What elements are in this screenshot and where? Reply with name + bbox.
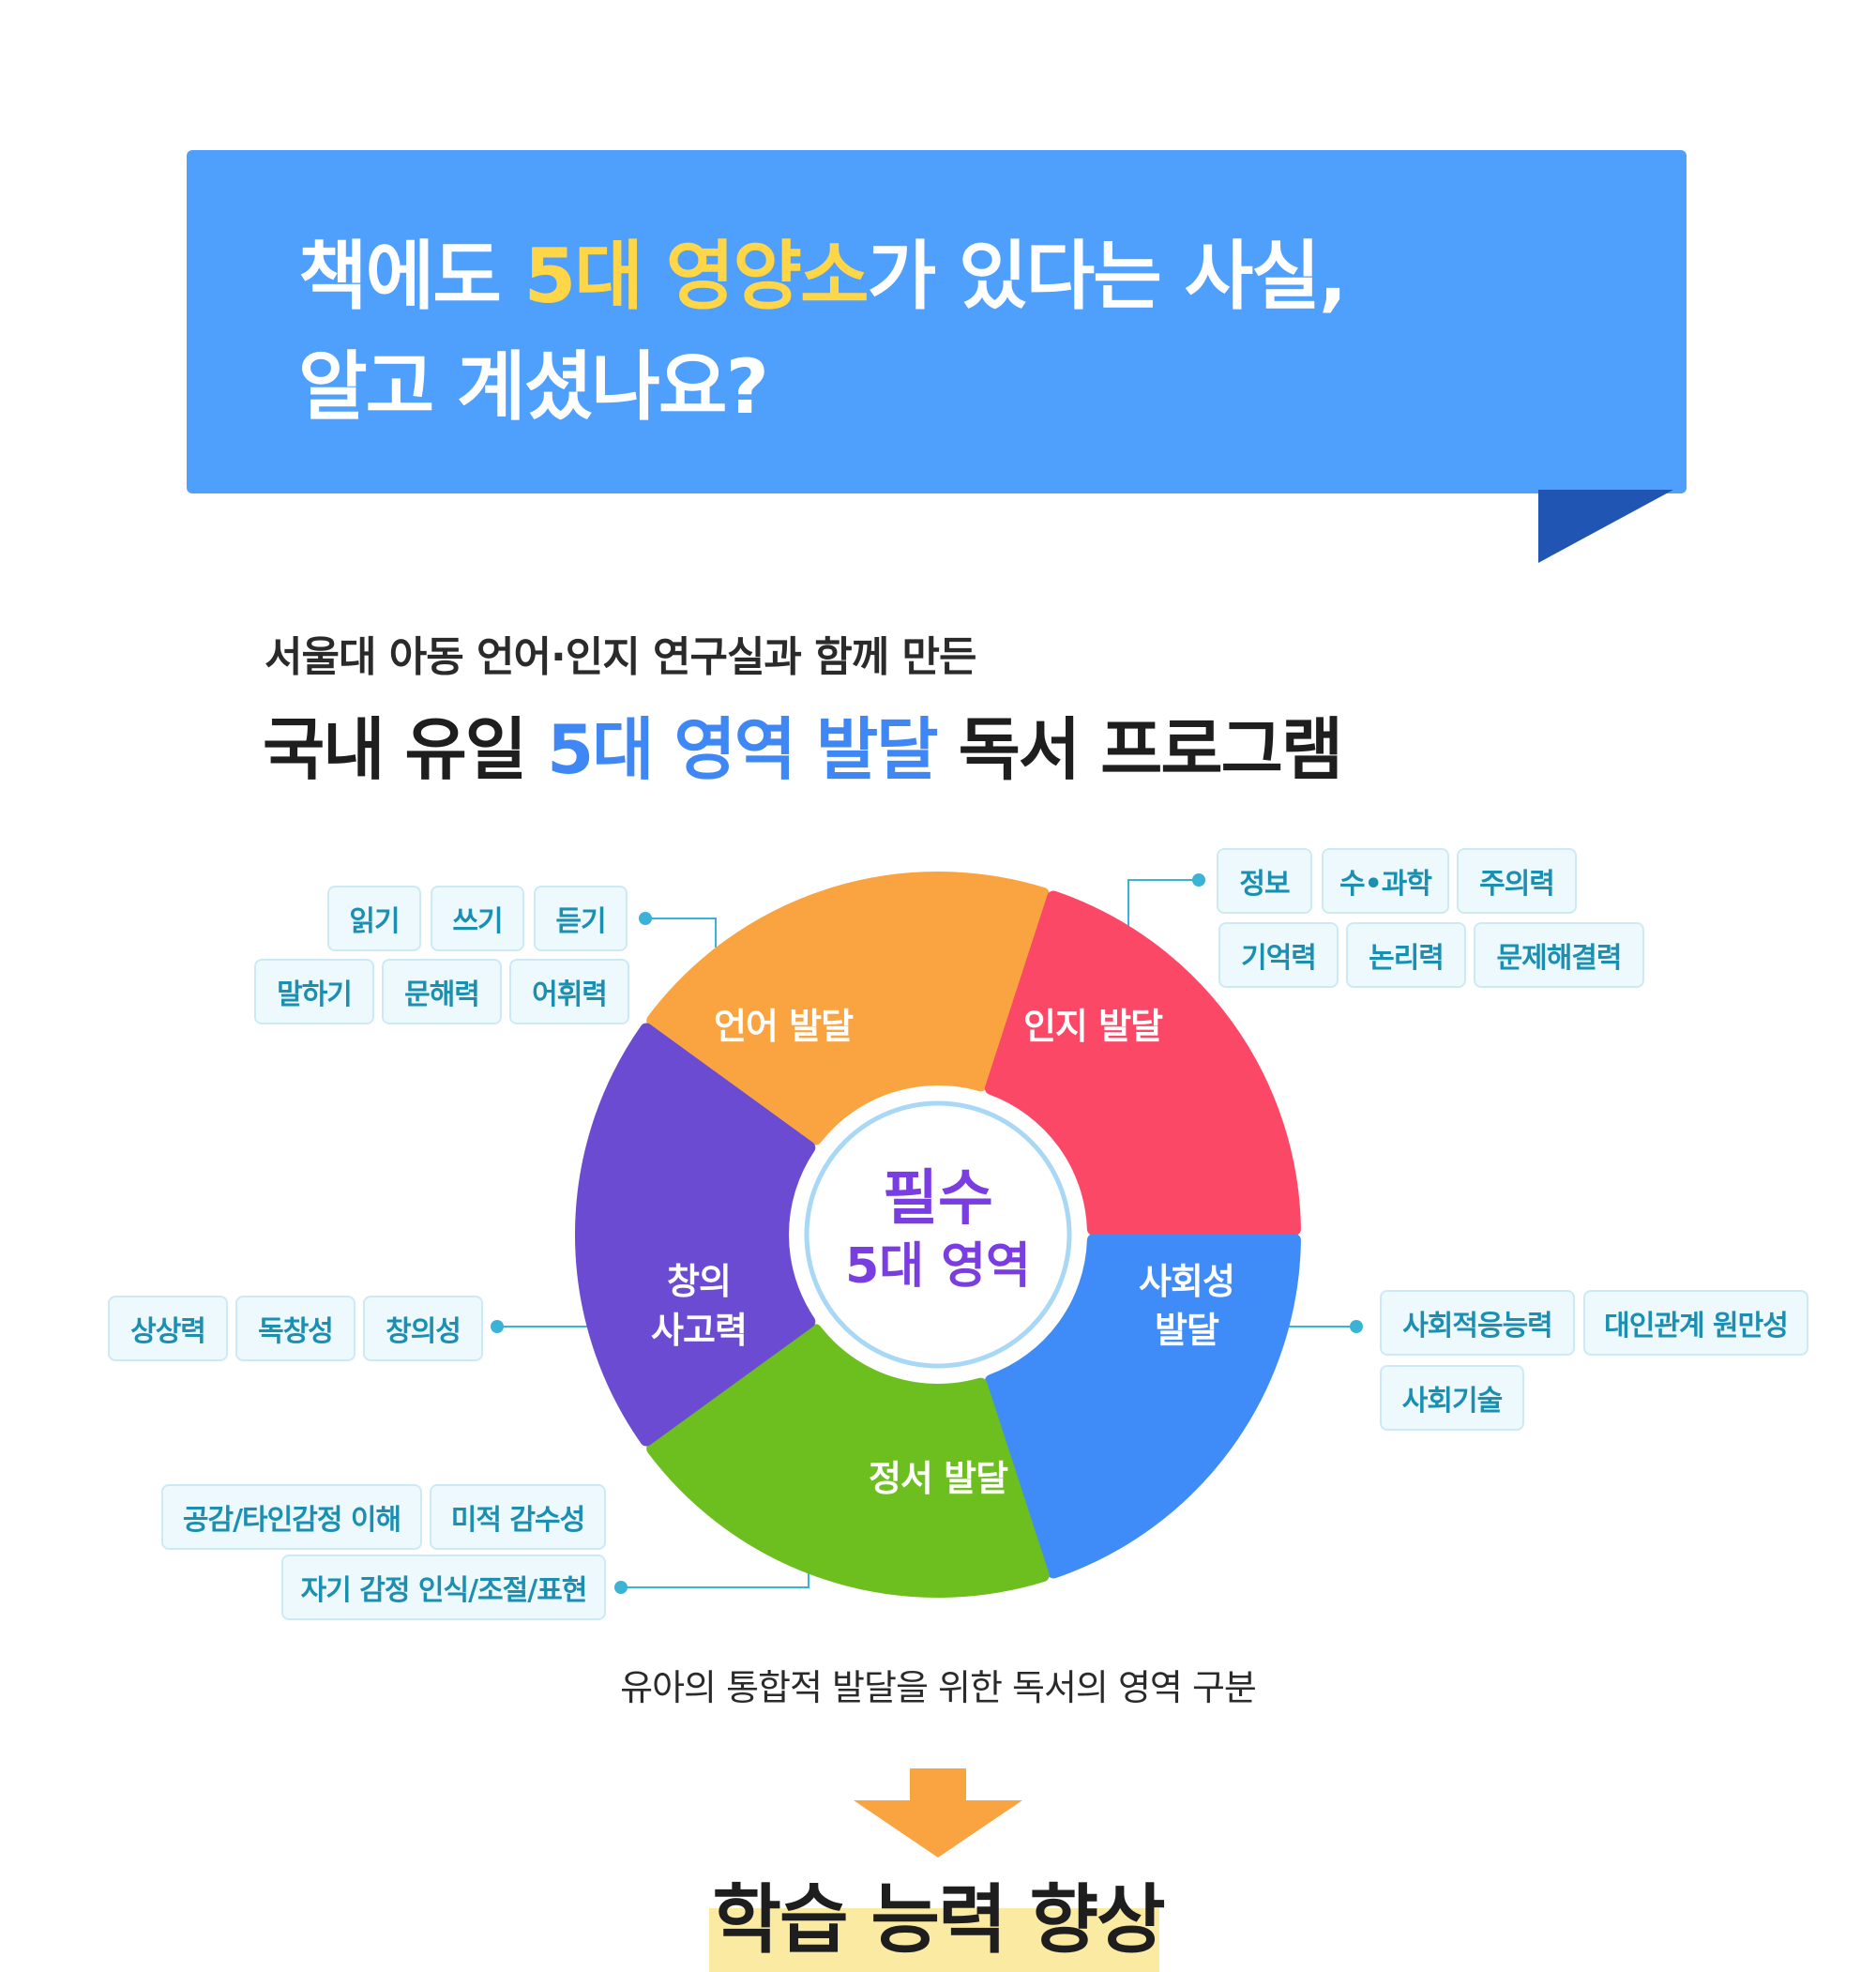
tag-memory: 기억력 <box>1218 922 1339 988</box>
domain-segments <box>575 872 1301 1598</box>
title-banner <box>187 150 1687 493</box>
headline-suffix: 독서 프로그램 <box>936 710 1344 789</box>
tag-writing: 쓰기 <box>431 886 524 951</box>
connector-dot-cognitive <box>1192 873 1205 887</box>
connector-dot-social <box>1350 1320 1363 1333</box>
segment-cognitive <box>984 890 1301 1236</box>
tag-vocabulary: 어휘력 <box>509 959 629 1024</box>
tag-originality: 독창성 <box>235 1296 356 1361</box>
tag-creativity: 창의성 <box>363 1296 483 1361</box>
tag-interpersonal: 대인관계 원만성 <box>1583 1290 1808 1356</box>
segment-label-emotional: 정서 발달 <box>868 1458 1008 1499</box>
banner-title-prefix: 책에도 <box>298 233 524 320</box>
connector-emotional <box>621 1557 809 1588</box>
connector-language <box>645 918 717 948</box>
down-arrow-icon <box>854 1768 1022 1858</box>
segment-label-cognitive: 인지 발달 <box>1022 1006 1163 1047</box>
connector-dot-emotional <box>614 1581 628 1594</box>
program-headline: 국내 유일 5대 영역 발달 독서 프로그램 <box>263 694 1344 793</box>
tag-attention: 주의력 <box>1457 848 1577 914</box>
tag-literacy: 문해력 <box>382 959 502 1024</box>
headline-highlight: 5대 영역 발달 <box>547 710 938 789</box>
center-label-line2: 5대 영역 <box>845 1238 1031 1295</box>
connector-dot-language <box>639 912 652 925</box>
tag-aesthetic: 미적 감수성 <box>430 1484 606 1550</box>
center-label-line1: 필수 <box>883 1164 993 1234</box>
segment-label-social-line2: 발달 <box>1155 1310 1219 1351</box>
connector-dots <box>491 873 1363 1594</box>
tag-problem-solving: 문제해결력 <box>1474 922 1644 988</box>
result-text: 학습 능력 향상 <box>712 1876 1165 1964</box>
tag-social-adaptation: 사회적응능력 <box>1380 1290 1575 1356</box>
tag-imagination: 상상력 <box>108 1296 228 1361</box>
segment-label-language: 언어 발달 <box>713 1006 854 1047</box>
connector-dot-creative <box>491 1320 504 1333</box>
tag-math-science: 수•과학 <box>1322 848 1449 914</box>
tag-logic: 논리력 <box>1346 922 1466 988</box>
tag-self-emotion: 자기 감정 인식/조절/표현 <box>281 1555 606 1620</box>
tag-reading: 읽기 <box>327 886 421 951</box>
tag-empathy: 공감/타인감정 이해 <box>161 1484 422 1550</box>
segment-label-creative-line2: 사고력 <box>651 1310 748 1351</box>
banner-title-suffix: 가 있다는 사실, <box>867 233 1348 320</box>
segment-social <box>984 1234 1301 1579</box>
connector-cognitive <box>1127 879 1199 927</box>
tag-social-skills: 사회기술 <box>1380 1365 1524 1431</box>
diagram-caption: 유아의 통합적 발달을 위한 독서의 영역 구분 <box>620 1667 1257 1708</box>
banner-title: 책에도 5대 영양소가 있다는 사실, 알고 계셨나요? <box>298 221 1348 443</box>
program-subtitle: 서울대 아동 언어·인지 연구실과 함께 만든 <box>265 633 976 681</box>
banner-title-line2: 알고 계셨나요? <box>298 343 769 431</box>
banner-title-highlight: 5대 영양소 <box>523 233 870 320</box>
headline-prefix: 국내 유일 <box>263 710 548 789</box>
segment-creative <box>575 1023 816 1447</box>
segment-language <box>646 872 1050 1145</box>
segment-label-social-line1: 사회성 <box>1139 1261 1235 1302</box>
tag-speaking: 말하기 <box>254 959 374 1024</box>
center-ring <box>804 1100 1072 1369</box>
segment-emotional <box>646 1324 1050 1598</box>
result-highlight-bar <box>709 1908 1159 1972</box>
tag-information: 정보 <box>1217 848 1312 914</box>
tag-listening: 듣기 <box>534 886 628 951</box>
segment-label-creative-line1: 창의 <box>667 1261 732 1302</box>
